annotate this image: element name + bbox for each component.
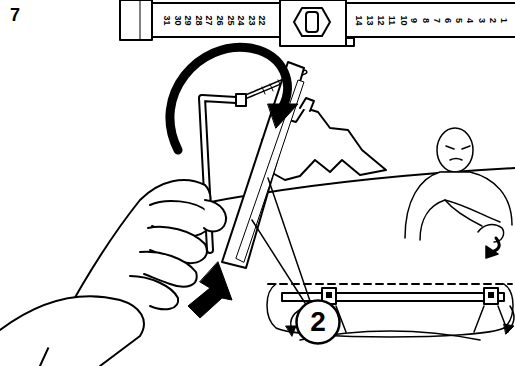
scale-number: 1 xyxy=(499,17,508,22)
hand xyxy=(0,180,226,366)
scale-number: 9 xyxy=(409,17,418,22)
scale-number: 24 xyxy=(236,15,245,25)
scale-number: 26 xyxy=(214,15,223,25)
bolt-head xyxy=(236,94,246,106)
scale-number: 22 xyxy=(257,15,266,25)
scale-number: 10 xyxy=(398,15,407,25)
scale-number: 5 xyxy=(454,17,463,22)
hex-nut xyxy=(294,8,330,36)
scale-number: 2 xyxy=(488,17,497,22)
scale-number: 3 xyxy=(477,17,486,22)
scale-number: 30 xyxy=(172,15,181,25)
rotation-arrow xyxy=(170,47,288,150)
scale-number: 14 xyxy=(353,15,362,25)
scale-number: 4 xyxy=(465,17,474,22)
scale-number: 13 xyxy=(365,15,374,25)
scale-number: 27 xyxy=(204,15,213,25)
bar-end-cap xyxy=(120,0,152,40)
scale-number: 8 xyxy=(421,17,430,22)
scale-number: 6 xyxy=(443,17,452,22)
scale-number: 12 xyxy=(376,15,385,25)
push-arrow xyxy=(188,262,232,318)
scale-number: 31 xyxy=(161,15,170,25)
nut-slot xyxy=(306,12,318,32)
mount-tab xyxy=(300,98,314,111)
clamp-tab xyxy=(346,38,354,46)
scale-number: 25 xyxy=(225,15,234,25)
scale-number: 23 xyxy=(246,15,255,25)
callout-number: 2 xyxy=(310,308,326,336)
scale-number: 28 xyxy=(193,15,202,25)
strong-man xyxy=(405,128,512,258)
leader-line xyxy=(268,178,310,301)
rail-clamp xyxy=(280,0,346,46)
step-number: 7 xyxy=(10,6,20,24)
callout-bubble: 2 xyxy=(295,299,341,345)
scale-number: 11 xyxy=(387,15,396,25)
scale-number: 7 xyxy=(432,17,441,22)
scale-number: 29 xyxy=(183,15,192,25)
